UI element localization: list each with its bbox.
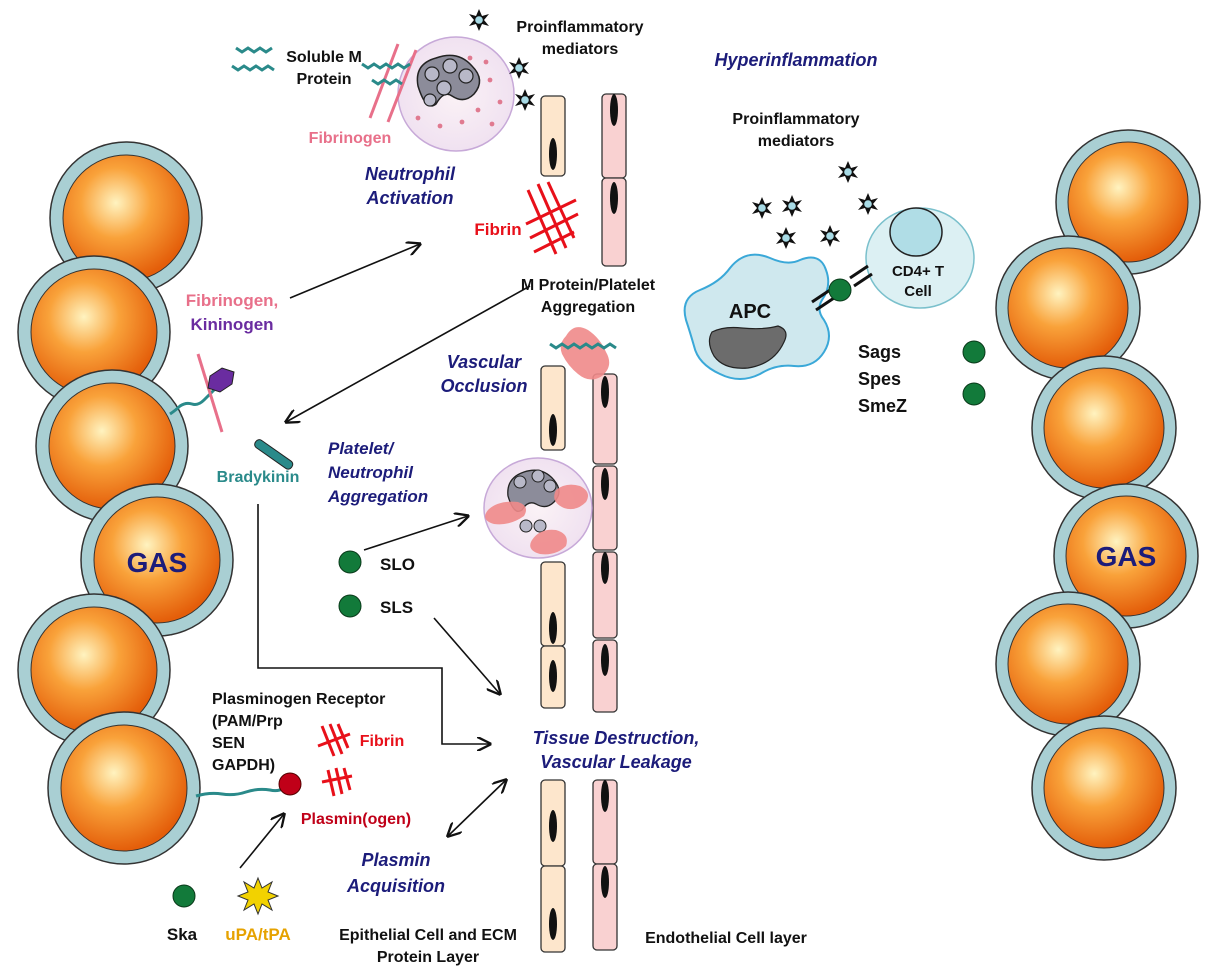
platelet-neutrophil-aggregate-icon <box>483 457 593 559</box>
gas-bacterium-icon <box>1031 715 1177 861</box>
proinflammatory-mediators-label: mediators <box>542 41 619 58</box>
arrows <box>239 244 531 869</box>
gas-bacterium-icon <box>47 711 201 865</box>
vascular-occlusion-label: Occlusion <box>440 376 527 396</box>
m-protein-platelet-label: M Protein/Platelet <box>521 277 656 294</box>
gas-chain-right: GAS <box>995 129 1201 861</box>
endothelial-cell-layer <box>592 93 627 951</box>
epithelial-layer-label: Protein Layer <box>377 949 479 966</box>
sls-label: SLS <box>380 598 413 617</box>
superantigen-icon <box>828 278 852 302</box>
plasminogen-label: Plasmin(ogen) <box>301 811 411 828</box>
fibrinogen-kininogen-label: Fibrinogen, <box>186 291 279 310</box>
gas-label-left: GAS <box>127 547 188 578</box>
bradykinin-icon <box>254 439 294 470</box>
spes-label: Spes <box>858 369 901 389</box>
bradykinin-label: Bradykinin <box>217 469 300 486</box>
gas-bacterium-icon <box>17 593 171 747</box>
epithelial-layer-label: Epithelial Cell and ECM <box>339 927 517 944</box>
fibrinogen-label: Fibrinogen <box>309 130 392 147</box>
m-protein-platelet-label: Aggregation <box>541 299 635 316</box>
slo-label: SLO <box>380 555 415 574</box>
endothelial-layer-label: Endothelial Cell layer <box>645 930 807 947</box>
vascular-occlusion-label: Vascular <box>447 352 522 372</box>
upa-burst-icon <box>236 876 280 916</box>
ska-label: Ska <box>167 925 198 944</box>
gas-bacterium-icon <box>17 255 171 409</box>
plasminogen-receptor-icon <box>195 772 302 798</box>
cd4-t-cell-icon <box>865 207 975 309</box>
sags-label: Sags <box>858 342 901 362</box>
slo-toxin-icon <box>338 550 362 574</box>
platelet-icon <box>549 327 617 380</box>
plasmin-acquisition-label: Acquisition <box>346 876 445 896</box>
tissue-destruction-label: Tissue Destruction, <box>533 728 700 748</box>
proinflammatory-mediators-label: Proinflammatory <box>732 111 859 128</box>
neutrophil-activation-label: Neutrophil <box>365 164 456 184</box>
fibrinogen-kininogen-label: Kininogen <box>190 315 273 334</box>
cd4-t-cell-label: CD4+ T <box>892 263 944 280</box>
soluble-m-protein-label: Protein <box>296 71 351 88</box>
hyperinflammation-label: Hyperinflammation <box>714 50 877 70</box>
neutrophil-icon <box>397 36 515 152</box>
platelet-neutrophil-label: Neutrophil <box>328 463 414 482</box>
upa-tpa-label: uPA/tPA <box>225 925 290 944</box>
plasminogen-receptor-label: SEN <box>212 735 245 752</box>
mediator-star-icon <box>752 161 878 249</box>
gas-bacterium-icon <box>995 235 1141 381</box>
gas-bacterium-icon <box>995 591 1141 737</box>
smez-label: SmeZ <box>858 396 907 416</box>
fibrin-label: Fibrin <box>474 220 521 239</box>
gas-chain-left: GAS <box>17 141 234 865</box>
fibrin-fragment-label: Fibrin <box>360 733 404 750</box>
neutrophil-activation-label: Activation <box>365 188 453 208</box>
plasminogen-receptor-label: (PAM/Prp <box>212 713 283 730</box>
ska-icon <box>172 884 196 908</box>
platelet-neutrophil-label: Platelet/ <box>328 439 395 458</box>
platelet-neutrophil-label: Aggregation <box>327 487 428 506</box>
plasmin-acquisition-label: Plasmin <box>361 850 430 870</box>
gas-bacterium-icon <box>1031 355 1177 501</box>
superantigen-icon <box>962 382 986 406</box>
apc-cell-icon <box>683 253 830 380</box>
plasminogen-receptor-label: GAPDH) <box>212 757 275 774</box>
gas-bacterium-icon <box>1055 129 1201 275</box>
fibrin-mesh-icon <box>525 181 579 255</box>
mhc-tcr-connector <box>811 264 873 312</box>
proinflammatory-mediators-label: mediators <box>758 133 835 150</box>
tissue-destruction-label: Vascular Leakage <box>540 752 691 772</box>
apc-label: APC <box>729 301 771 323</box>
m-protein-icon <box>231 46 411 86</box>
gas-bacterium-icon <box>1053 483 1199 629</box>
proinflammatory-mediators-label: Proinflammatory <box>516 19 643 36</box>
cell-nuclei <box>549 94 618 940</box>
superantigen-icon <box>962 340 986 364</box>
plasminogen-receptor-label: Plasminogen Receptor <box>212 691 385 708</box>
soluble-m-protein-label: Soluble M <box>286 49 362 66</box>
diagram-labels: Soluble M Protein Fibrinogen Proinflamma… <box>167 19 944 966</box>
gas-label-right: GAS <box>1096 541 1157 572</box>
cd4-t-cell-label: Cell <box>904 283 932 300</box>
fibrin-fragment-icon <box>317 723 353 797</box>
sls-toxin-icon <box>338 594 362 618</box>
kininogen-receptor-icon <box>169 353 235 433</box>
